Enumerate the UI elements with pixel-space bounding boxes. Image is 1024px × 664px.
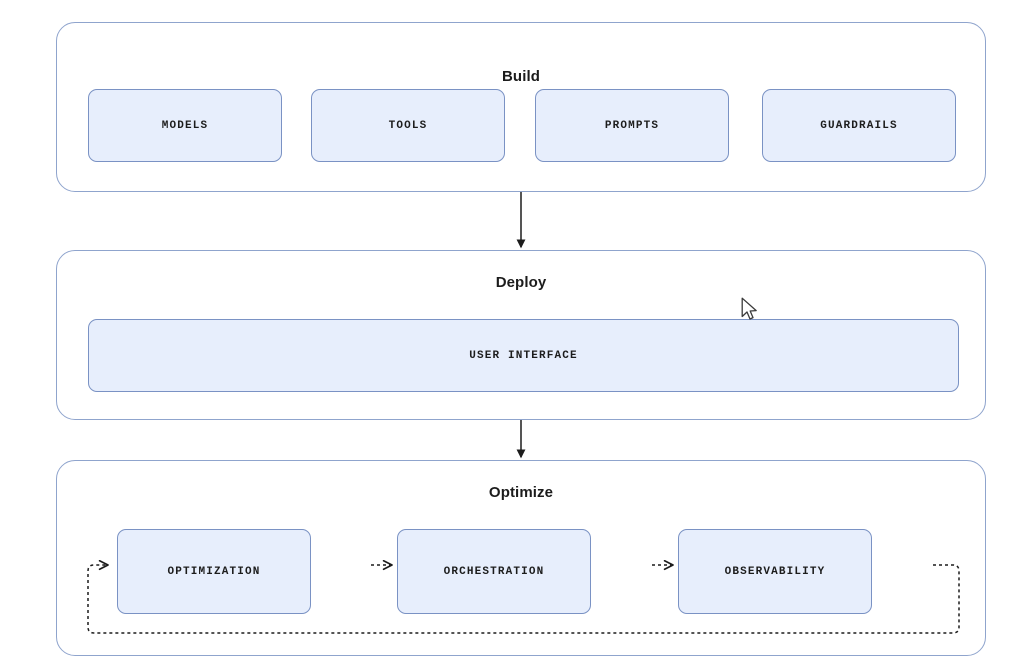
stage-deploy-title: Deploy	[495, 274, 547, 291]
node-user-interface-label: USER INTERFACE	[469, 349, 578, 362]
node-guardrails[interactable]: GUARDRAILS	[762, 89, 956, 162]
node-guardrails-label: GUARDRAILS	[820, 119, 898, 132]
stage-optimize[interactable]: Optimize OPTIMIZATION ORCHESTRATION OBSE…	[56, 460, 986, 656]
node-optimization[interactable]: OPTIMIZATION	[117, 529, 311, 614]
node-models-label: MODELS	[161, 119, 209, 132]
node-prompts[interactable]: PROMPTS	[535, 89, 729, 162]
node-prompts-label: PROMPTS	[604, 119, 660, 132]
stage-deploy[interactable]: Deploy USER INTERFACE	[56, 250, 986, 420]
node-orchestration-label: ORCHESTRATION	[443, 565, 545, 578]
stage-build[interactable]: Build MODELS TOOLS PROMPTS GUARDRAILS	[56, 22, 986, 192]
node-observability[interactable]: OBSERVABILITY	[678, 529, 872, 614]
node-orchestration[interactable]: ORCHESTRATION	[397, 529, 591, 614]
node-tools[interactable]: TOOLS	[311, 89, 505, 162]
node-user-interface[interactable]: USER INTERFACE	[88, 319, 959, 392]
node-observability-label: OBSERVABILITY	[724, 565, 826, 578]
stage-build-title: Build	[502, 68, 540, 85]
stage-optimize-title: Optimize	[488, 484, 554, 501]
node-optimization-label: OPTIMIZATION	[167, 565, 261, 578]
node-tools-label: TOOLS	[388, 119, 428, 132]
node-models[interactable]: MODELS	[88, 89, 282, 162]
